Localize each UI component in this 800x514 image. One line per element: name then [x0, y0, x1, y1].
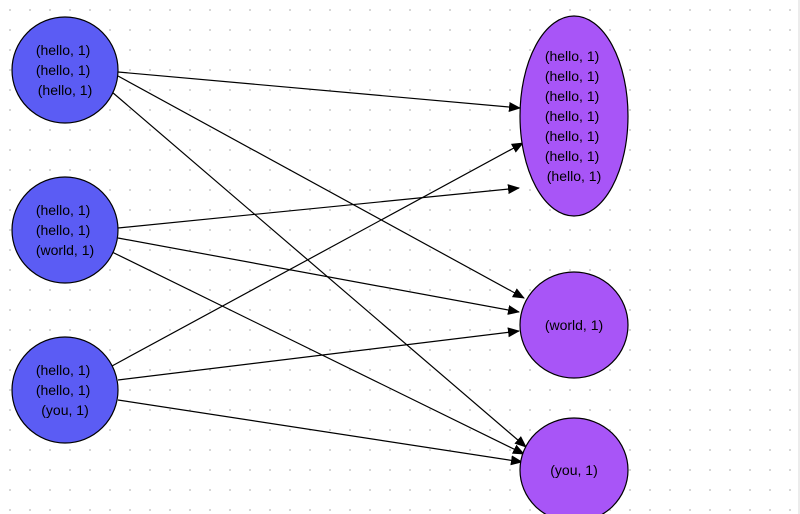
reducer-node-world-ellipse [519, 271, 629, 379]
edge-mapper-2-to-reducer-3 [111, 251, 525, 455]
reducer-node-hello-line-2: (hello, 1) [545, 68, 599, 84]
mapper-node-1-line-2: (hello, 1) [36, 62, 90, 78]
reducer-node-you-line-1: (you, 1) [550, 462, 597, 478]
mapper-node-2[interactable]: (hello, 1) (hello, 1) (world, 1) [11, 176, 119, 284]
edge-mapper-3-to-reducer-3 [117, 399, 523, 466]
mapper-node-2-line-1: (hello, 1) [36, 202, 90, 218]
mapper-node-2-circle [11, 176, 119, 284]
mapper-node-3-label: (hello, 1) (hello, 1) (you, 1) [36, 362, 94, 418]
reducer-node-hello-ellipse [519, 15, 629, 217]
mapper-node-3-line-2: (hello, 1) [36, 382, 90, 398]
reducer-node-world-line-1: (world, 1) [545, 317, 603, 333]
mapper-node-1-circle [11, 16, 119, 124]
mapper-node-3[interactable]: (hello, 1) (hello, 1) (you, 1) [11, 336, 119, 444]
edge-mapper-1-to-reducer-2 [117, 75, 525, 299]
mapper-node-1-line-1: (hello, 1) [36, 42, 90, 58]
mapper-node-3-line-3: (you, 1) [41, 402, 88, 418]
reducer-node-hello-line-5: (hello, 1) [545, 128, 599, 144]
reducer-node-you[interactable]: (you, 1) [519, 417, 629, 514]
reducer-node-you-label: (you, 1) [550, 462, 597, 478]
mapper-node-2-line-2: (hello, 1) [36, 222, 90, 238]
edge-mapper-3-to-reducer-2 [117, 327, 520, 381]
mapper-node-2-line-3: (world, 1) [36, 242, 94, 258]
reducer-node-world[interactable]: (world, 1) [519, 271, 629, 379]
reducer-node-you-ellipse [519, 417, 629, 514]
edge-mapper-2-to-reducer-2 [117, 237, 520, 315]
reducer-node-hello-line-1: (hello, 1) [545, 48, 599, 64]
reducer-node-hello-line-7: (hello, 1) [547, 168, 601, 184]
mapper-node-2-label: (hello, 1) (hello, 1) (world, 1) [36, 202, 94, 258]
mapper-node-1[interactable]: (hello, 1) (hello, 1) (hello, 1) [11, 16, 119, 124]
edge-mapper-1-to-reducer-1 [117, 71, 521, 112]
reducer-node-world-label: (world, 1) [545, 317, 603, 333]
mapper-node-1-label: (hello, 1) (hello, 1) (hello, 1) [36, 42, 94, 98]
reducer-node-hello[interactable]: (hello, 1) (hello, 1) (hello, 1) (hello,… [519, 15, 629, 217]
reducer-node-hello-label: (hello, 1) (hello, 1) (hello, 1) (hello,… [545, 48, 603, 184]
mapper-node-3-line-1: (hello, 1) [36, 362, 90, 378]
edge-mapper-2-to-reducer-1 [117, 184, 520, 229]
reducer-node-hello-line-4: (hello, 1) [545, 108, 599, 124]
edge-mapper-3-to-reducer-1 [111, 142, 524, 367]
reducer-node-hello-line-6: (hello, 1) [545, 148, 599, 164]
edge-mapper-1-to-reducer-3 [111, 91, 527, 448]
mapper-node-1-line-3: (hello, 1) [38, 82, 92, 98]
reducer-node-hello-line-3: (hello, 1) [545, 88, 599, 104]
canvas-right-border [798, 0, 800, 514]
mapper-node-3-circle [11, 336, 119, 444]
edges-layer [111, 71, 527, 466]
